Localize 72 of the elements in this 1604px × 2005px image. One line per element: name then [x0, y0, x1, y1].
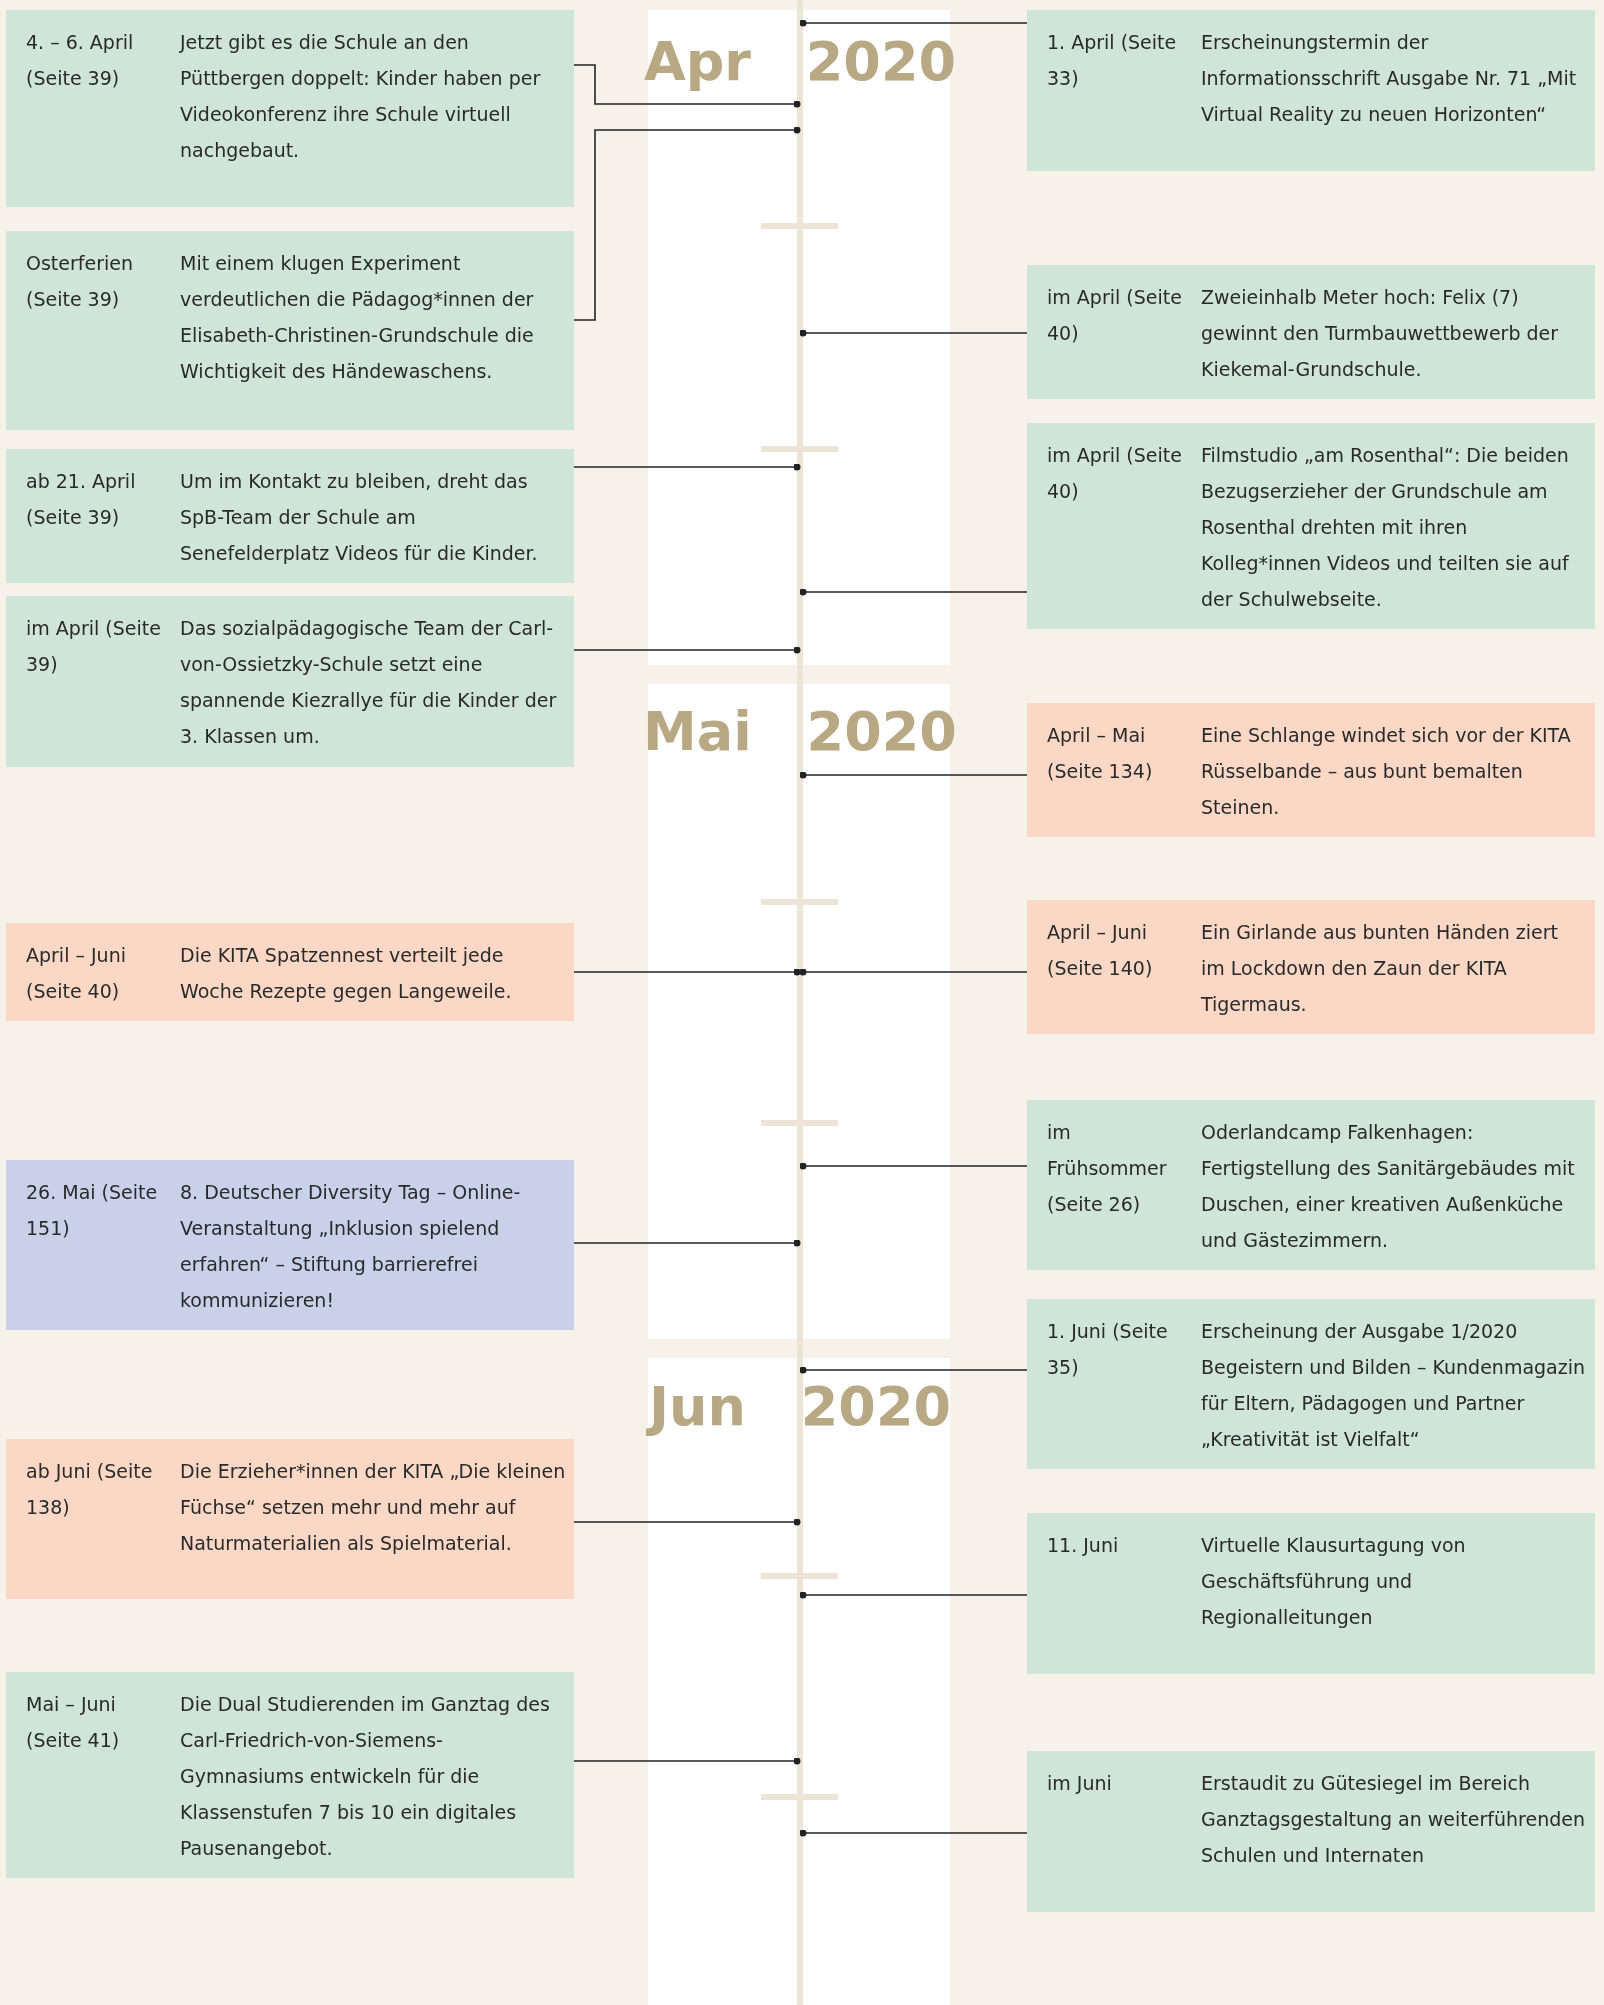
event-date: Osterferien (Seite 39) [26, 251, 134, 312]
event-description: Die Dual Studierenden im Ganztag des Carl-Friedrich-von-Siemens-Gymnasiums entwickeln für die Klassenstufen 7 bis 10 ein digitales Pausenangebot. [180, 1692, 551, 1861]
event-date: ab Juni (Seite 138) [26, 1459, 154, 1520]
connector-line [573, 1757, 801, 1765]
event-card [6, 1439, 574, 1599]
event-date: 1. April (Seite 33) [1047, 30, 1178, 91]
event-card [1027, 265, 1595, 399]
event-date: im Juni [1047, 1771, 1113, 1796]
event-description: Die Erzieher*innen der KITA „Die kleinen Füchse“ setzen mehr und mehr auf Naturmaterialien als Spielmaterial. [180, 1459, 566, 1556]
event-card [1027, 1299, 1595, 1469]
event-date: April – Juni (Seite 140) [1047, 920, 1154, 981]
event-description: Erscheinung der Ausgabe 1/2020 Begeistern und Bilden – Kundenmagazin für Eltern, Pädagogen und Partner „Kreativität ist Vielfalt“ [1201, 1319, 1587, 1452]
event-description: Virtuelle Klausurtagung von Geschäftsführung und Regionalleitungen [1201, 1533, 1467, 1630]
event-date: im April (Seite 40) [1047, 285, 1183, 346]
event-card [6, 1672, 574, 1878]
event-card [6, 231, 574, 430]
month-heading: Apr 2020 [642, 30, 958, 93]
connector-line [799, 329, 1028, 337]
event-card [1027, 423, 1595, 629]
event-card [1027, 1100, 1595, 1270]
event-card [1027, 10, 1595, 171]
event-description: Filmstudio „am Rosenthal“: Die beiden Bezugserzieher der Grundschule am Rosenthal drehten mit ihren Kolleg*innen Videos und teilten sie auf der Schulwebseite. [1201, 443, 1570, 612]
timeline-axis [797, 0, 803, 2005]
event-description: Jetzt gibt es die Schule an den Püttbergen doppelt: Kinder haben per Videokonferenz ihre Schule virtuell nachgebaut. [180, 30, 542, 163]
connector-line [573, 126, 801, 321]
event-date: ab 21. April (Seite 39) [26, 469, 137, 530]
event-description: 8. Deutscher Diversity Tag – Online-Veranstaltung „Inklusion spielend erfahren“ – Stiftung barrierefrei kommunizieren! [180, 1180, 522, 1313]
event-date: 4. – 6. April (Seite 39) [26, 30, 135, 91]
connector-line [799, 1591, 1028, 1599]
connector-line [573, 64, 801, 108]
event-description: Erstaudit zu Gütesiegel im Bereich Ganztagsgestaltung an weiterführenden Schulen und Internaten [1201, 1771, 1586, 1868]
event-card [6, 10, 574, 207]
month-heading: Mai 2020 [642, 700, 958, 763]
event-date: April – Juni (Seite 40) [26, 943, 127, 1004]
event-card [6, 596, 574, 767]
connector-line [573, 968, 801, 976]
event-description: Das sozialpädagogische Team der Carl-von-Ossietzky-Schule setzt eine spannende Kiezrallye für die Kinder der 3. Klassen um. [180, 616, 558, 749]
event-date: April – Mai (Seite 134) [1047, 723, 1154, 784]
event-card [6, 1160, 574, 1330]
month-heading: Jun 2020 [645, 1375, 953, 1438]
event-description: Zweieinhalb Meter hoch: Felix (7) gewinnt den Turmbauwettbewerb der Kiekemal-Grundschule. [1201, 285, 1560, 382]
connector-line [799, 1162, 1028, 1170]
event-description: Ein Girlande aus bunten Händen ziert im Lockdown den Zaun der KITA Tigermaus. [1201, 920, 1559, 1017]
event-card [1027, 1751, 1595, 1912]
event-date: im April (Seite 39) [26, 616, 162, 677]
event-card [1027, 900, 1595, 1034]
connector-line [573, 1518, 801, 1526]
event-date: 1. Juni (Seite 35) [1047, 1319, 1169, 1380]
event-date: Mai – Juni (Seite 41) [26, 1692, 121, 1753]
event-card [1027, 703, 1595, 837]
event-description: Mit einem klugen Experiment verdeutlichen die Pädagog*innen der Elisabeth-Christinen-Grundschule die Wichtigkeit des Händewaschens. [180, 251, 535, 384]
event-description: Oderlandcamp Falkenhagen: Fertigstellung des Sanitärgebäudes mit Duschen, einer kreativen Außenküche und Gästezimmern. [1201, 1120, 1576, 1253]
connector-line [799, 771, 1028, 779]
connector-line [799, 1366, 1028, 1374]
connector-line [799, 1829, 1028, 1837]
event-date: 11. Juni [1047, 1533, 1120, 1558]
connector-line [799, 968, 1028, 976]
event-card [6, 449, 574, 583]
connector-line [573, 1239, 801, 1247]
connector-line [799, 19, 1028, 27]
connector-line [573, 463, 801, 471]
event-description: Eine Schlange windet sich vor der KITA Rüsselbande – aus bunt bemalten Steinen. [1201, 723, 1572, 820]
event-description: Erscheinungstermin der Informationsschrift Ausgabe Nr. 71 „Mit Virtual Reality zu neuen Horizonten“ [1201, 30, 1578, 127]
event-description: Die KITA Spatzennest verteilt jede Woche Rezepte gegen Langeweile. [180, 943, 513, 1004]
event-date: 26. Mai (Seite 151) [26, 1180, 159, 1241]
event-date: im Frühsommer (Seite 26) [1047, 1120, 1168, 1217]
event-card [1027, 1513, 1595, 1674]
event-date: im April (Seite 40) [1047, 443, 1183, 504]
event-card [6, 923, 574, 1021]
event-description: Um im Kontakt zu bleiben, dreht das SpB-Team der Schule am Senefelderplatz Videos für die Kinder. [180, 469, 539, 566]
connector-line [799, 588, 1028, 596]
connector-line [573, 646, 801, 654]
